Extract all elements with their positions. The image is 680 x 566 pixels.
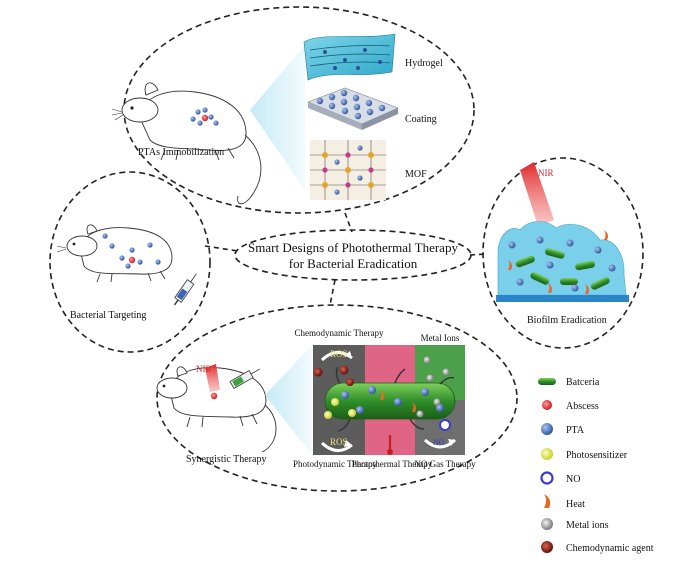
- legend-label: NO: [566, 474, 580, 485]
- biofilm-eradication-section: NIR Biofilm Eradication: [482, 157, 644, 349]
- heat-icons: [508, 230, 608, 294]
- title-line-2: for Bacterial Eradication: [289, 256, 418, 271]
- biofilm-pta: [508, 236, 616, 292]
- ros-label-bottom: ROS: [330, 437, 348, 447]
- bacteria-icon: [538, 378, 556, 385]
- bacterial-targeting-label: Bacterial Targeting: [70, 310, 146, 321]
- nir-laser-icon: [520, 162, 554, 226]
- therapy-panel-grid: ROS ROS NO: [313, 345, 465, 455]
- photosensitizer-icon: [541, 448, 553, 460]
- connector-lines: [204, 212, 488, 306]
- nir-laser-icon: [205, 364, 220, 392]
- biofilm-bacteria: [515, 248, 610, 290]
- nir-label: NIR: [196, 364, 212, 374]
- no-icon: [439, 419, 451, 431]
- legend-item-photosensitizer: Photosensitizer: [541, 448, 628, 461]
- metal-ion-icon: [541, 518, 553, 530]
- bacterial-targeting-section: Bacterial Targeting: [49, 171, 211, 353]
- mouse-illustration: [111, 82, 262, 205]
- coating-illustration: [307, 87, 399, 130]
- legend-item-no: NO: [540, 471, 580, 485]
- syringe-icon: [229, 368, 260, 390]
- substrate-layer: [496, 295, 629, 302]
- synergistic-therapy-label: Synergistic Therapy: [186, 454, 266, 465]
- targeting-ellipse: [49, 171, 211, 353]
- title-section: Smart Designs of Photothermal Therapy fo…: [234, 229, 472, 281]
- abscess-icon: [210, 392, 218, 400]
- legend-label: Metal ions: [566, 520, 609, 531]
- synergistic-ellipse: [156, 304, 518, 492]
- pta-dots: [190, 107, 219, 126]
- abscess-icon: [128, 256, 136, 264]
- mof-label: MOF: [405, 169, 427, 180]
- legend-item-abscess: Abscess: [542, 400, 599, 412]
- legend-label: Chemodynamic agent: [566, 543, 654, 554]
- chemodynamic-therapy-line: Chemodynamic Therapy: [294, 328, 384, 338]
- biofilm-eradication-label: Biofilm Eradication: [527, 315, 607, 326]
- legend-item-bacteria: Batceria: [538, 377, 600, 388]
- legend-label: Heat: [566, 499, 585, 510]
- legend-label: Batceria: [566, 377, 600, 388]
- photothermal-therapy-label: Photothermal Therapy: [352, 459, 433, 469]
- pta-immobilization-label: PTAs Immobilization: [138, 147, 224, 158]
- synergistic-therapy-section: NIR Synergistic Therapy: [156, 304, 518, 492]
- mof-illustration: [310, 140, 386, 200]
- legend-item-heat: Heat: [544, 494, 585, 510]
- hydrogel-label: Hydrogel: [405, 58, 443, 69]
- metal-ions-label: Metal Ions: [421, 333, 460, 343]
- legend-label: Abscess: [566, 401, 599, 412]
- magnification-beam: [265, 345, 312, 455]
- syringe-icon: [173, 273, 197, 306]
- no-label: NO: [433, 438, 445, 447]
- coating-label: Coating: [405, 114, 437, 125]
- abscess-icon: [201, 114, 209, 122]
- legend-label: Photosensitizer: [566, 450, 628, 461]
- pta-immobilization-section: Hydrogel Coating MOF PTAs I: [111, 6, 475, 214]
- heat-icon: [544, 494, 551, 508]
- chemodynamic-therapy-label: Chemodynamic Therapy: [294, 328, 384, 338]
- hydrogel-illustration: [303, 33, 396, 81]
- no-gas-therapy-label: NO Gas Therapy: [414, 459, 476, 469]
- ros-label-top: ROS: [330, 349, 348, 359]
- legend-item-chemodynamic-agent: Chemodynamic agent: [541, 541, 654, 554]
- legend-label: PTA: [566, 425, 585, 436]
- chemodynamic-agent-icon: [541, 541, 553, 553]
- mouse-illustration: [56, 224, 173, 283]
- abscess-icon: [542, 400, 552, 410]
- magnification-beam: [250, 45, 305, 190]
- no-icon: [540, 471, 554, 485]
- biofilm-ellipse: [482, 157, 644, 349]
- legend-item-metal-ions: Metal ions: [541, 518, 609, 531]
- legend: Batceria Abscess PTA Photosensitizer NO …: [538, 377, 654, 554]
- title-ellipse: [234, 229, 472, 281]
- photodynamic-therapy-label: Photodynamic Therapy: [293, 459, 378, 469]
- pta-icon: [541, 423, 553, 435]
- nir-label: NIR: [538, 168, 554, 178]
- title-line-1: Smart Designs of Photothermal Therapy: [248, 240, 458, 255]
- legend-item-pta: PTA: [541, 423, 585, 436]
